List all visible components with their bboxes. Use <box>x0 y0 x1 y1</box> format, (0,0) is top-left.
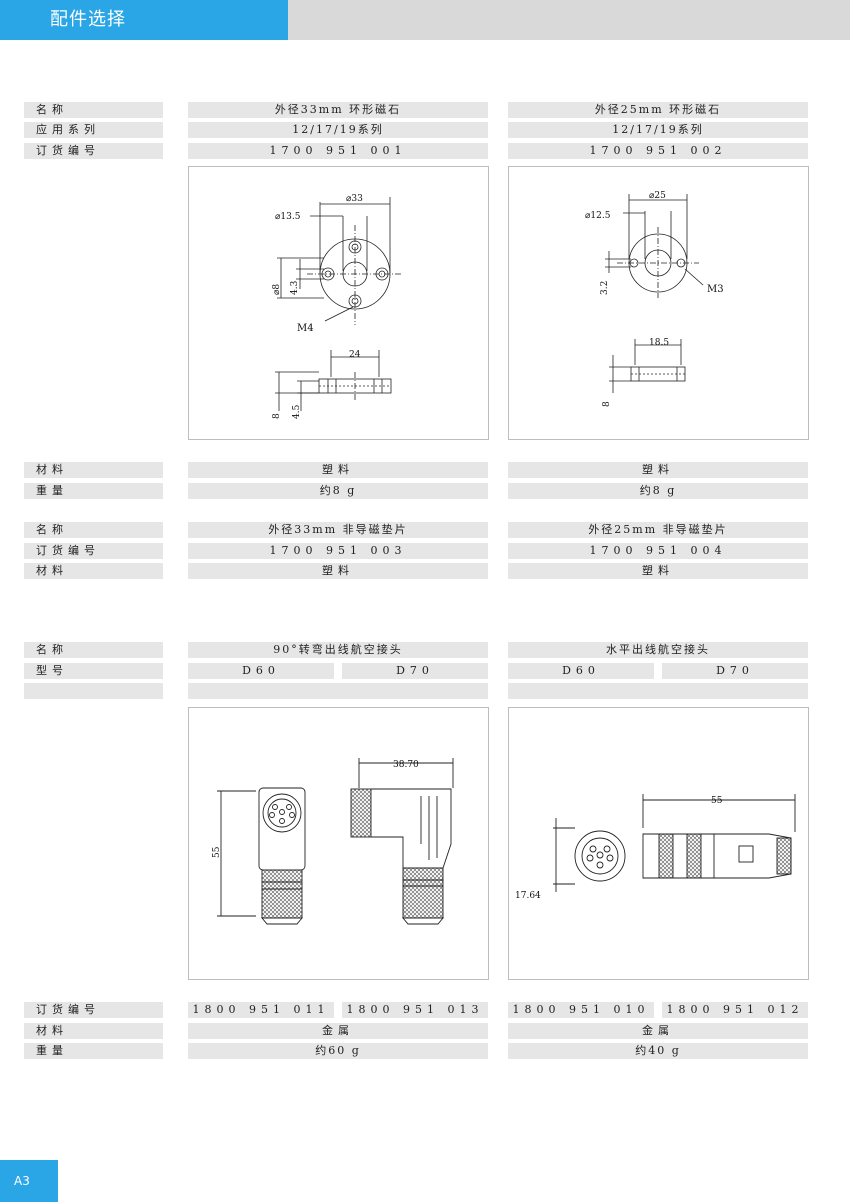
label-material: 材料 <box>24 1023 163 1039</box>
connector-90-weight: 约60 g <box>188 1043 488 1059</box>
connector-straight-name: 水平出线航空接头 <box>508 642 808 658</box>
label-order-no: 订货编号 <box>24 543 163 559</box>
label-name: 名称 <box>24 102 163 118</box>
label-material: 材料 <box>24 563 163 579</box>
magnet-33-weight: 约8 g <box>188 483 488 499</box>
connector-90-model-a: D60 <box>188 663 334 679</box>
label-order-no: 订货编号 <box>24 1002 163 1018</box>
label-weight: 重量 <box>24 483 163 499</box>
pad-33-material: 塑料 <box>188 563 488 579</box>
connector-straight-drawing: 17.64 55 <box>508 707 809 980</box>
magnet-25-drawing: ⌀25 ⌀12.5 3.2 M3 18.5 8 <box>508 166 809 440</box>
label-weight: 重量 <box>24 1043 163 1059</box>
dim-width: 38.70 <box>393 760 419 770</box>
label-model: 型号 <box>24 663 163 679</box>
label-order-no: 订货编号 <box>24 143 163 159</box>
magnet-33-drawing: ⌀33 ⌀13.5 ⌀8 4.3 M4 24 8 4.5 <box>188 166 489 440</box>
magnet-25-order-no: 1700 951 002 <box>508 143 808 159</box>
dim-length: 55 <box>711 796 723 806</box>
dim-hole-8: ⌀8 <box>272 284 282 295</box>
dim-inner-diameter: ⌀12.5 <box>585 211 611 221</box>
magnet-33-order-no: 1700 951 001 <box>188 143 488 159</box>
pad-25-order-no: 1700 951 004 <box>508 543 808 559</box>
magnet-25-material: 塑料 <box>508 462 808 478</box>
pad-25-name: 外径25mm 非导磁垫片 <box>508 522 808 538</box>
label-empty <box>24 683 163 699</box>
dim-step: 4.5 <box>292 404 302 419</box>
label-name: 名称 <box>24 522 163 538</box>
magnet-33-material: 塑料 <box>188 462 488 478</box>
dim-height: 55 <box>212 846 222 858</box>
connector-straight-svg: 17.64 55 <box>515 794 796 901</box>
thread-label: M3 <box>707 284 724 295</box>
connector-straight-model-b: D70 <box>662 663 808 679</box>
magnet-33-svg: ⌀33 ⌀13.5 ⌀8 4.3 M4 24 8 4.5 <box>272 194 403 419</box>
magnet-25-svg: ⌀25 ⌀12.5 3.2 M3 18.5 8 <box>585 191 724 407</box>
dim-width: 24 <box>349 350 361 360</box>
pad-25-material: 塑料 <box>508 563 808 579</box>
connector-straight-empty <box>508 683 808 699</box>
thread-label: M4 <box>297 323 314 334</box>
pad-33-order-no: 1700 951 003 <box>188 543 488 559</box>
connector-straight-material: 金属 <box>508 1023 808 1039</box>
connector-straight-weight: 约40 g <box>508 1043 808 1059</box>
connector-90-name: 90°转弯出线航空接头 <box>188 642 488 658</box>
magnet-25-name: 外径25mm 环形磁石 <box>508 102 808 118</box>
dim-diameter: 17.64 <box>515 891 541 901</box>
connector-90-model-b: D70 <box>342 663 488 679</box>
pad-33-name: 外径33mm 非导磁垫片 <box>188 522 488 538</box>
connector-90-order-a: 1800 951 011 <box>188 1002 334 1018</box>
label-name: 名称 <box>24 642 163 658</box>
page-header-title: 配件选择 <box>0 0 288 40</box>
connector-straight-order-b: 1800 951 012 <box>662 1002 808 1018</box>
connector-90-order-b: 1800 951 013 <box>342 1002 488 1018</box>
magnet-33-series: 12/17/19系列 <box>188 122 488 138</box>
dim-hole-offset: 3.2 <box>600 281 610 295</box>
magnet-25-weight: 约8 g <box>508 483 808 499</box>
connector-90-material: 金属 <box>188 1023 488 1039</box>
connector-90-svg: 55 38.70 <box>212 758 454 925</box>
dim-width: 18.5 <box>649 338 669 348</box>
dim-hole-offset: 4.3 <box>290 280 300 295</box>
connector-straight-order-a: 1800 951 010 <box>508 1002 654 1018</box>
page-number: A3 <box>0 1160 58 1202</box>
dim-outer-diameter: ⌀25 <box>649 191 666 201</box>
label-series: 应用系列 <box>24 122 163 138</box>
dim-outer-diameter: ⌀33 <box>346 194 363 204</box>
connector-90-empty <box>188 683 488 699</box>
magnet-33-name: 外径33mm 环形磁石 <box>188 102 488 118</box>
dim-inner-diameter: ⌀13.5 <box>275 212 301 222</box>
connector-90-drawing: 55 38.70 <box>188 707 489 980</box>
label-material: 材料 <box>24 462 163 478</box>
dim-height: 8 <box>602 401 612 407</box>
dim-height: 8 <box>272 413 282 419</box>
connector-straight-model-a: D60 <box>508 663 654 679</box>
page-header-band <box>288 0 850 40</box>
magnet-25-series: 12/17/19系列 <box>508 122 808 138</box>
